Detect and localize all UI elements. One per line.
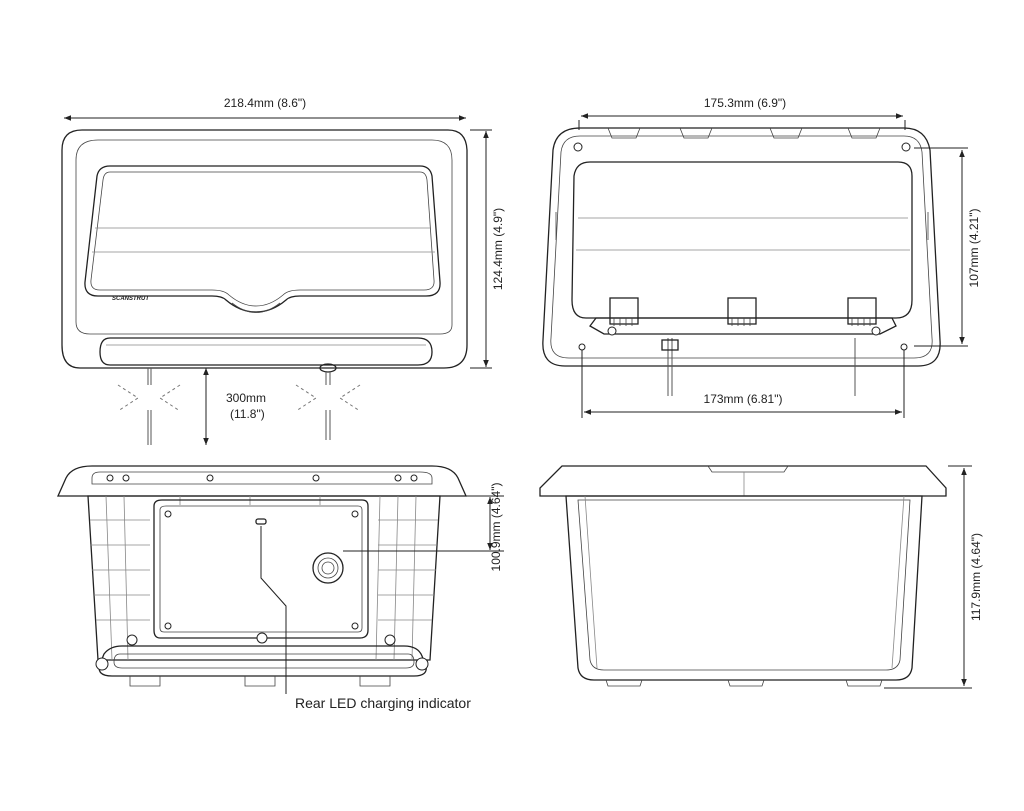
side-view: 117.9mm (4.64"): [539, 465, 983, 689]
bottom-lower-bar: [98, 645, 427, 677]
bottom-flange-screws: [106, 474, 418, 482]
bottom-battery-plate: [153, 499, 369, 639]
side-body-edge-lines: [584, 495, 905, 669]
rear-cable-gland: [661, 339, 679, 351]
bottom-flange: [56, 465, 468, 497]
led-callout-leader: [260, 526, 287, 694]
front-height-label: 124.4mm (4.9"): [491, 208, 505, 290]
bottom-body: [87, 495, 441, 661]
bottom-plate-screws: [164, 510, 359, 630]
bottom-screw-right: [384, 634, 396, 646]
rear-screw-bottom-left: [578, 343, 586, 351]
rear-height-label: 107mm (4.21"): [967, 209, 981, 288]
bottom-screw-center: [256, 632, 268, 644]
front-cable-right: [295, 372, 361, 440]
front-lid: [84, 165, 441, 313]
rear-bottom-width-label: 173mm (6.81"): [704, 392, 783, 406]
bottom-screw-left: [126, 634, 138, 646]
bottom-cable-gland-middle: [317, 557, 339, 579]
rear-hinges: [609, 297, 877, 326]
rear-view: 175.3mm (6.9") 173mm (6.81") 107mm (4.21…: [542, 96, 981, 418]
front-width-label: 218.4mm (8.6"): [224, 96, 306, 110]
rear-top-width-label: 175.3mm (6.9"): [704, 96, 786, 110]
front-lower-tray: [99, 337, 433, 366]
bottom-lower-bar-inner: [113, 653, 415, 669]
rear-led-indicator: [255, 518, 267, 525]
bottom-flange-inner: [91, 471, 433, 485]
front-lid-inner: [90, 171, 435, 307]
rear-body: [571, 161, 913, 319]
front-cable-gland: [319, 363, 337, 373]
cable-length-mm: 300mm: [226, 391, 266, 405]
bottom-cable-gland-outer: [312, 552, 344, 584]
bottom-hinge-left: [95, 657, 109, 671]
front-bezel-inner: [75, 139, 453, 335]
bottom-cable-gland-inner: [321, 561, 335, 575]
bottom-view: 100.9mm (4.64") Rear LED charging indica…: [56, 465, 504, 711]
front-view: SCANSTRUT 218.4mm (8.6") 124.4mm (4.9"): [61, 96, 505, 445]
bottom-battery-plate-inner: [159, 505, 363, 633]
rear-hinge-bar: [589, 317, 897, 335]
rear-latch-left: [607, 326, 617, 336]
side-height-label: 117.9mm (4.64"): [969, 533, 983, 621]
front-lid-thumb-grip: [231, 302, 281, 313]
rear-screw-bottom-right: [900, 343, 908, 351]
side-feet: [605, 679, 883, 687]
side-flange-notch: [707, 465, 789, 473]
side-body: [565, 495, 923, 681]
rear-screw-top-right: [901, 142, 911, 152]
front-cable-left: [117, 368, 181, 445]
rear-screw-top-left: [573, 142, 583, 152]
led-callout-label: Rear LED charging indicator: [295, 695, 471, 711]
rear-flange-inner: [550, 135, 933, 359]
bottom-hinge-right: [415, 657, 429, 671]
rear-flange-outline: [542, 127, 941, 367]
side-flange: [539, 465, 947, 497]
front-bezel-outline: [61, 129, 468, 369]
cable-length-in: (11.8"): [230, 407, 265, 421]
bottom-depth-label: 100.9mm (4.64"): [489, 483, 503, 572]
rear-latch-right: [871, 326, 881, 336]
bottom-feet: [129, 676, 391, 687]
rear-top-clips: [607, 127, 881, 139]
front-logo: SCANSTRUT: [112, 296, 150, 302]
side-body-inner: [577, 499, 911, 671]
